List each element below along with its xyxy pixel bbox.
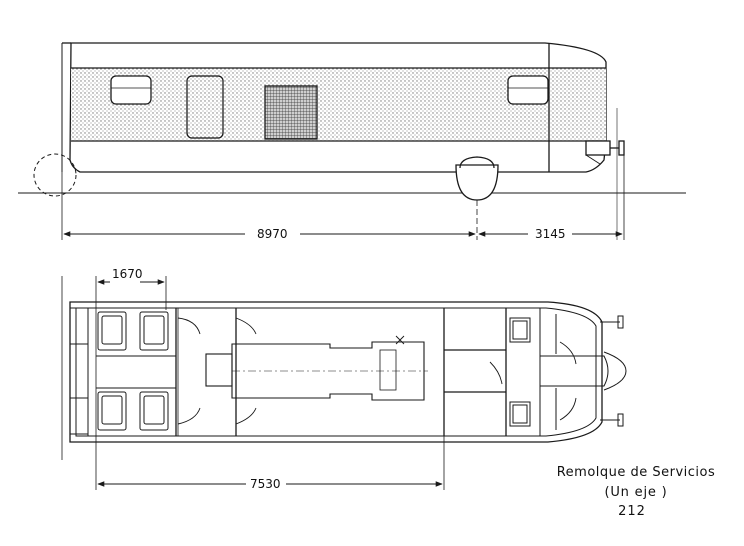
coupled-wheel-dashed <box>33 153 77 197</box>
caption-subtitle: (Un eje ) <box>605 485 668 500</box>
side-vent-grille <box>264 85 318 140</box>
seats <box>96 311 176 431</box>
plan-couplers <box>600 315 624 427</box>
dim-bay-label: 1670 <box>112 267 143 281</box>
coupler <box>585 140 611 156</box>
side-elevation <box>18 42 686 240</box>
caption-number: 212 <box>618 504 646 519</box>
side-window-left <box>110 75 152 105</box>
dim-length-label: 8970 <box>257 227 288 241</box>
side-window-right <box>507 75 549 105</box>
dim-body-label: 7530 <box>250 477 281 491</box>
side-door <box>186 75 224 139</box>
caption-title: Remolque de Servicios <box>557 465 716 480</box>
plan-dimensions <box>97 279 443 487</box>
end-cab <box>506 307 627 436</box>
plan-outer-wall <box>69 301 603 443</box>
dim-overhang-label: 3145 <box>535 227 566 241</box>
car-body-outline <box>69 42 607 173</box>
plan-view <box>61 276 627 490</box>
wheel <box>455 164 499 201</box>
generator-set <box>205 335 428 401</box>
